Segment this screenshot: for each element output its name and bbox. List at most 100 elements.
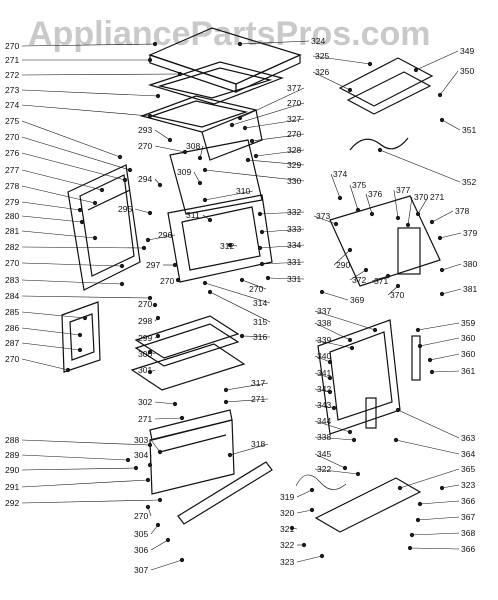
fastener-dot <box>202 167 208 173</box>
part-number-label: 341 <box>317 368 331 378</box>
part-number-label: 288 <box>5 435 19 445</box>
part-number-label: 331 <box>287 257 301 267</box>
part-number-label: 361 <box>461 366 475 376</box>
callout-leader <box>349 269 367 281</box>
fastener-dot <box>331 405 337 411</box>
watermark-text: AppliancePartsPros.com <box>28 15 430 53</box>
part-number-label: 338 <box>317 432 331 442</box>
callout-leader <box>417 196 429 215</box>
fastener-dot <box>385 273 391 279</box>
callout-leader <box>296 489 313 498</box>
door-assembly <box>317 319 421 435</box>
callout-leader <box>441 288 462 295</box>
callout-leader <box>312 71 351 91</box>
fastener-dot <box>202 197 208 203</box>
part-number-label: 270 <box>138 141 152 151</box>
fastener-dot <box>337 195 343 201</box>
fastener-dot <box>395 283 401 289</box>
fastener-dot <box>369 211 375 217</box>
fastener-dot <box>429 369 435 375</box>
fastener-dot <box>157 182 163 188</box>
part-number-label: 324 <box>311 36 325 46</box>
fastener-dot <box>417 343 423 349</box>
part-number-label: 306 <box>134 545 148 555</box>
callout-leader <box>261 261 305 265</box>
callout-leader <box>21 169 103 191</box>
callout-leader <box>241 335 271 338</box>
callout-leader <box>21 499 161 504</box>
part-number-label: 337 <box>317 306 331 316</box>
callout-leader <box>314 388 331 393</box>
callout-leader <box>259 211 305 215</box>
part-number-label: 305 <box>134 529 148 539</box>
fastener-dot <box>409 532 415 538</box>
fastener-dot <box>347 247 353 253</box>
part-number-label: 304 <box>134 450 148 460</box>
part-number-label: 333 <box>287 224 301 234</box>
callout-leader <box>154 401 176 405</box>
fastener-dot <box>439 117 445 123</box>
part-number-label: 321 <box>280 524 294 534</box>
part-number-label: 325 <box>315 51 329 61</box>
part-number-label: 270 <box>249 284 263 294</box>
callout-leader <box>204 169 305 182</box>
part-number-label: 278 <box>5 181 19 191</box>
callout-leader <box>225 382 269 391</box>
top-frame <box>147 61 284 105</box>
fastener-dot <box>377 147 383 153</box>
fastener-dot <box>259 261 265 267</box>
callout-leader <box>399 468 460 489</box>
callout-leader <box>314 322 351 341</box>
callout-leader <box>314 404 335 409</box>
callout-leader <box>395 439 460 455</box>
fastener-dot <box>202 280 208 286</box>
fastener-dot <box>327 375 333 381</box>
part-number-label: 297 <box>146 260 160 270</box>
callout-leader <box>21 215 83 223</box>
callout-leader <box>231 102 305 126</box>
fastener-dot <box>117 154 123 160</box>
fastener-dot <box>417 501 423 507</box>
fastener-dot <box>145 477 151 483</box>
fastener-dot <box>372 327 378 333</box>
fastener-dot <box>147 295 153 301</box>
part-number-label: 360 <box>461 333 475 343</box>
part-number-label: 370 <box>390 290 404 300</box>
callout-leader <box>251 133 305 142</box>
fastener-dot <box>179 415 185 421</box>
part-number-label: 320 <box>280 508 294 518</box>
callout-leader <box>330 173 341 199</box>
fastener-dot <box>395 407 401 413</box>
part-number-label: 366 <box>461 496 475 506</box>
fastener-dot <box>415 327 421 333</box>
callout-leader <box>154 145 186 153</box>
callout-leader <box>21 136 131 171</box>
fastener-dot <box>367 61 373 67</box>
surface-element <box>338 57 434 151</box>
part-number-label: 281 <box>5 226 19 236</box>
callout-leader <box>239 87 305 119</box>
callout-leader <box>21 262 123 267</box>
callout-leader <box>314 420 351 433</box>
callout-leader <box>371 275 389 282</box>
callout-leader <box>21 295 151 299</box>
fastener-dot <box>92 235 98 241</box>
fastener-dot <box>92 200 98 206</box>
fastener-dot <box>395 215 401 221</box>
part-number-label: 377 <box>287 83 301 93</box>
part-number-label: 372 <box>352 275 366 285</box>
fastener-dot <box>147 113 153 119</box>
part-number-label: 352 <box>462 177 476 187</box>
fastener-dot <box>157 449 163 455</box>
fastener-dot <box>119 263 125 269</box>
fastener-dot <box>245 157 251 163</box>
part-number-label: 323 <box>461 480 475 490</box>
part-number-label: 331 <box>287 274 301 284</box>
fastener-dot <box>172 262 178 268</box>
part-number-label: 339 <box>317 335 331 345</box>
part-number-label: 367 <box>461 512 475 522</box>
fastener-dot <box>145 237 151 243</box>
fastener-dot <box>157 497 163 503</box>
part-number-label: 290 <box>336 260 350 270</box>
part-number-label: 332 <box>287 207 301 217</box>
